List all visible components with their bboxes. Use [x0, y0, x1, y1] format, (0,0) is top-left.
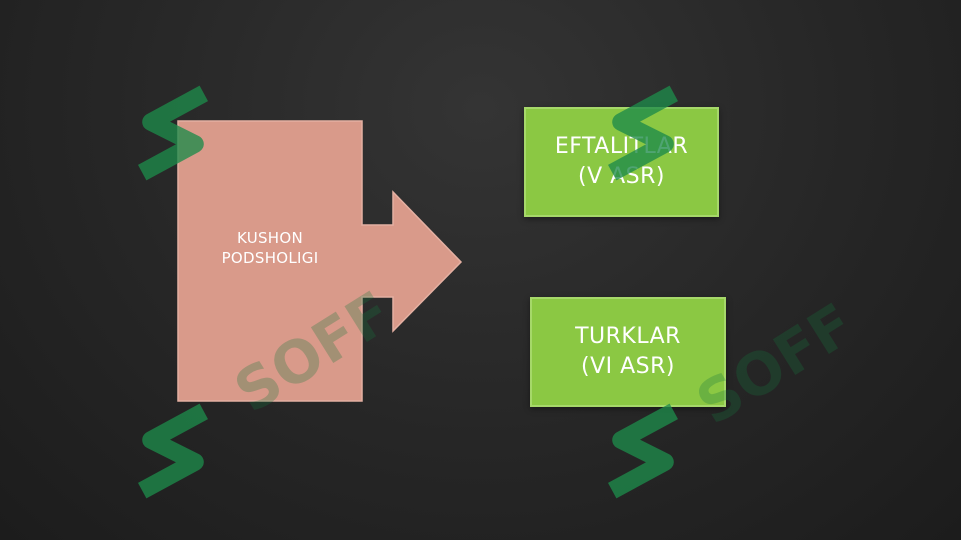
eftalitlar-box: EFTALITLAR (V ASR)	[524, 107, 719, 217]
turklar-box: TURKLAR (VI ASR)	[530, 297, 726, 407]
eftalitlar-period: (V ASR)	[577, 164, 665, 189]
kushon-label-line2: PODSHOLIGI	[221, 249, 319, 267]
turklar-title: TURKLAR	[575, 324, 681, 349]
kushon-label-line1: KUSHON	[236, 229, 304, 247]
turklar-period: (VI ASR)	[581, 354, 675, 379]
eftalitlar-title: EFTALITLAR	[554, 134, 689, 159]
kushon-arrow-body	[177, 120, 463, 402]
kushon-podsholigi-label: KUSHON PODSHOLIGI	[200, 228, 340, 268]
